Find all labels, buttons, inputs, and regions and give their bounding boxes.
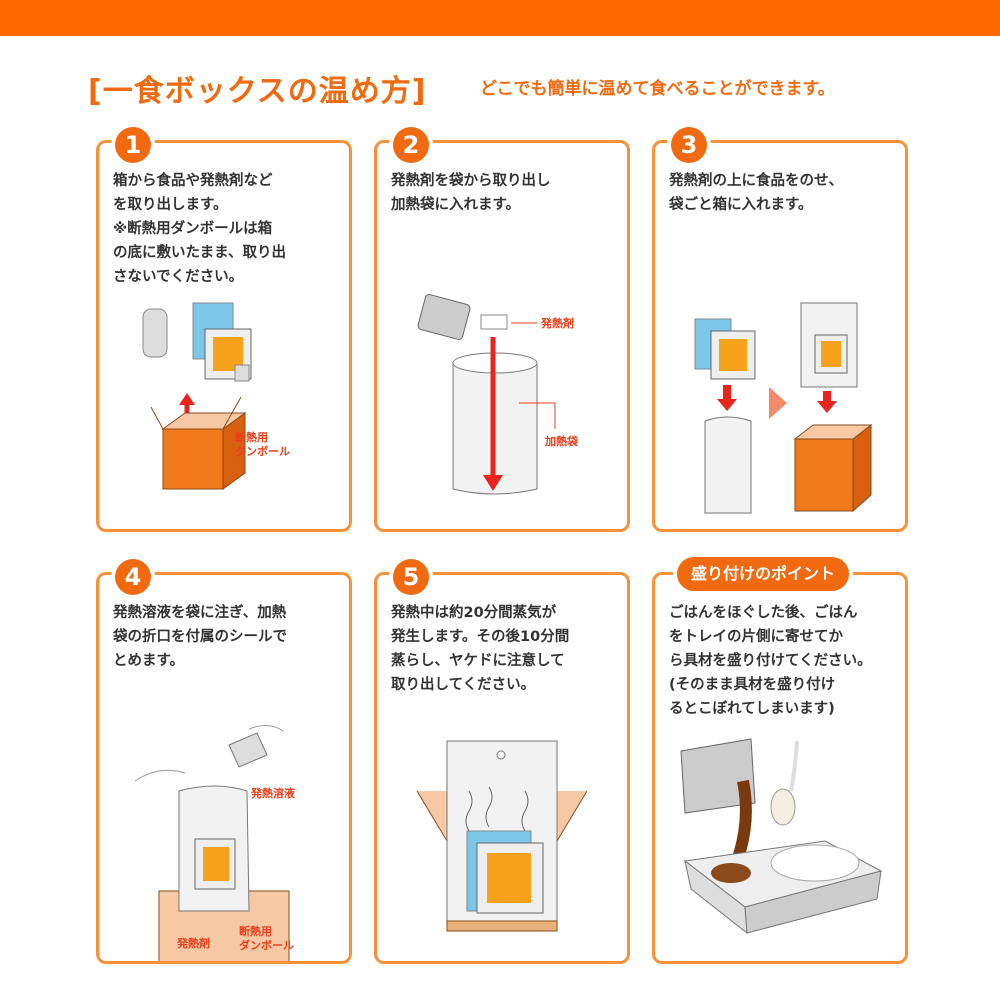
step-number: 1 [115,127,151,163]
page-subtitle: どこでも簡単に温めて食べることができます。 [480,79,835,99]
label-insulated-cardboard-2: ダンボール [235,444,290,458]
step-text: 発熱剤を袋から取り出し 加熱袋に入れます。 [391,173,551,213]
tip-illustration [680,738,883,935]
tip-text: ごはんをほぐした後、ごはん をトレイの片側に寄せてか ら具材を盛り付けてください… [669,605,872,717]
step-5-panel: 5 発熱中は約20分間蒸気が 発生します。その後10分間 蒸らし、ヤケドに注意し… [374,559,630,964]
step-5-illustration [416,740,588,932]
label-heating-agent: 発熱剤 [540,316,574,330]
label-heating-agent: 発熱剤 [176,936,210,950]
label-insulated-cardboard: 断熱用 [235,430,268,444]
step-3-panel: 3 発熱剤の上に食品をのせ、 袋ごと箱に入れます。 [652,127,908,532]
label-heating-solution: 発熱溶液 [250,786,296,800]
step-2-illustration: 発熱剤 加熱袋 [417,294,579,495]
step-text: 発熱剤の上に食品をのせ、 袋ごと箱に入れます。 [669,173,843,213]
label-insulated-cardboard-2: ダンボール [239,938,294,952]
step-number: 2 [393,127,429,163]
step-2-panel: 2 発熱剤を袋から取り出し 加熱袋に入れます。 発熱剤 加熱袋 [374,127,630,532]
step-1-panel: 1 箱から食品や発熱剤など を取り出します。 ※断熱用ダンボールは箱 の底に敷い… [96,127,352,532]
step-text: 箱から食品や発熱剤など を取り出します。 ※断熱用ダンボールは箱 の底に敷いたま… [113,173,286,285]
step-text: 発熱中は約20分間蒸気が 発生します。その後10分間 蒸らし、ヤケドに注意して … [391,605,570,693]
step-number: 3 [671,127,707,163]
label-insulated-cardboard: 断熱用 [239,924,272,938]
tip-title: 盛り付けのポイント [677,557,850,591]
step-number: 5 [393,559,429,595]
page-title: [一食ボックスの温め方] [88,74,427,109]
step-number: 4 [115,559,151,595]
step-1-illustration: 断熱用 ダンボール [142,302,290,490]
step-4-panel: 4 発熱溶液を袋に注ぎ、加熱 袋の折口を付属のシールで とめます。 発熱溶液 発… [96,559,352,964]
label-heating-bag: 加熱袋 [544,434,579,448]
step-3-illustration [694,302,873,514]
top-banner [0,0,1000,36]
step-text: 発熱溶液を袋に注ぎ、加熱 袋の折口を付属のシールで とめます。 [113,605,287,669]
step-4-illustration: 発熱溶液 発熱剤 断熱用 ダンボール [134,725,296,961]
tip-panel: 盛り付けのポイント ごはんをほぐした後、ごはん をトレイの片側に寄せてか ら具材… [652,557,908,964]
